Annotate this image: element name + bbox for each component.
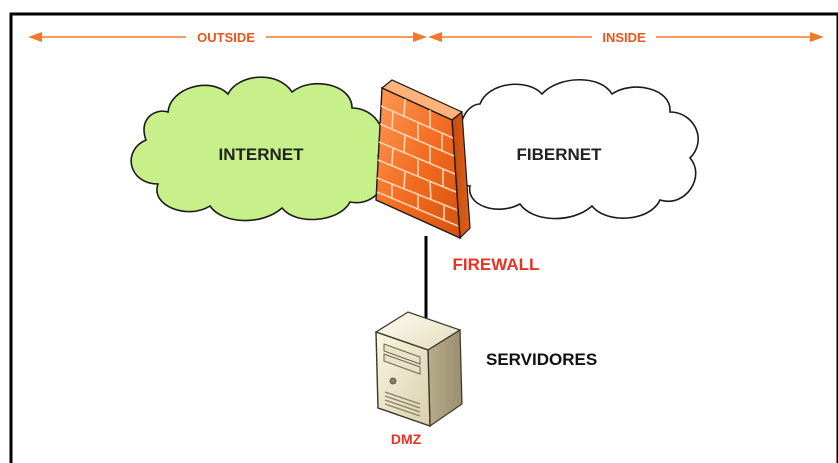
internet-cloud-icon (130, 76, 387, 222)
server-tower-icon (374, 311, 463, 428)
firewall-label: FIREWALL (453, 255, 540, 274)
dmz-label: DMZ (391, 431, 422, 447)
inside-label: INSIDE (602, 30, 646, 45)
outside-label: OUTSIDE (197, 30, 255, 45)
internet-label: INTERNET (219, 145, 305, 164)
servers-label: SERVIDORES (486, 350, 597, 369)
fibernet-label: FIBERNET (517, 145, 603, 164)
brick-wall-icon (375, 79, 471, 240)
